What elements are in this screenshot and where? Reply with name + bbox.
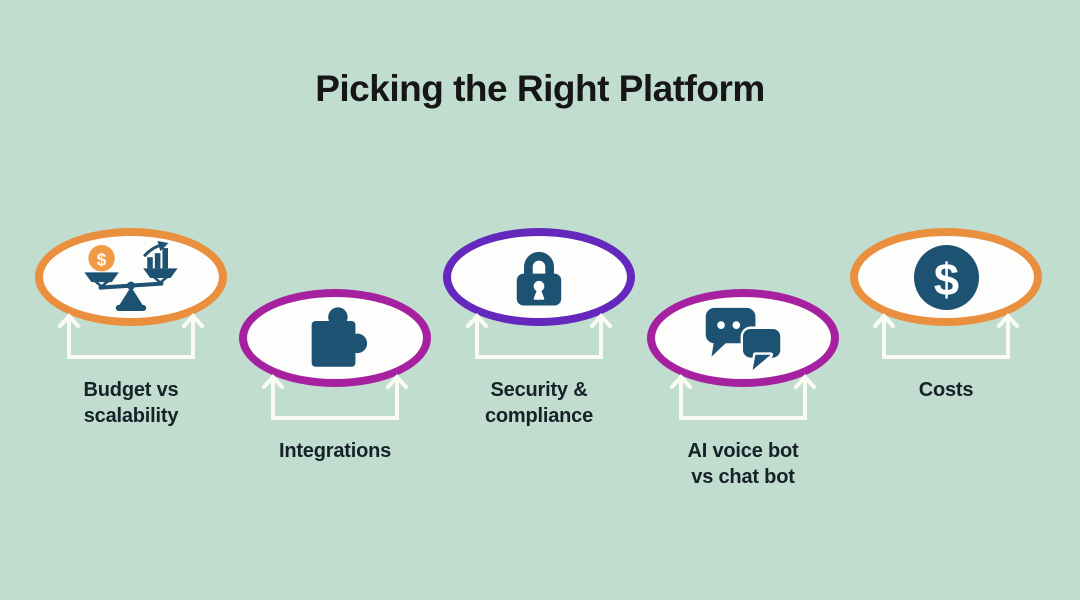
factor-label: Costs <box>918 379 974 401</box>
bracket-arrows <box>466 313 612 359</box>
puzzle-piece-icon <box>311 306 368 367</box>
factor-item-integrations: Integrations <box>215 289 455 464</box>
factor-item-costs: $ Costs <box>826 228 1066 403</box>
factor-ellipse <box>239 289 431 387</box>
factor-ellipse <box>647 289 839 387</box>
page-title: Picking the Right Platform <box>315 68 765 109</box>
dollar-coin-glyph <box>88 245 115 272</box>
factor-ellipse: $ <box>850 228 1042 326</box>
factor-label: Budget vs scalability <box>83 379 179 427</box>
factor-label: AI voice bot vs chat bot <box>687 440 799 488</box>
bracket-arrows <box>262 374 408 420</box>
padlock-icon <box>516 251 562 306</box>
factor-label: Integrations <box>278 440 392 462</box>
bracket-arrows <box>58 313 204 359</box>
bracket-arrows <box>873 313 1019 359</box>
factor-ellipse: $ <box>35 228 227 326</box>
bracket-arrows <box>670 374 816 420</box>
factor-item-budget: $ Budget vs scalability <box>11 228 251 429</box>
dollar-coin-icon: $ <box>913 244 979 310</box>
factor-label: Security & compliance <box>484 379 594 427</box>
factor-ellipse <box>443 228 635 326</box>
chat-bubbles-icon <box>705 307 783 372</box>
balance-scale-icon: $ <box>84 241 178 311</box>
svg-text:$: $ <box>97 249 107 269</box>
svg-text:$: $ <box>933 253 958 304</box>
factor-item-bots: AI voice bot vs chat bot <box>623 289 863 490</box>
factor-item-security: Security & compliance <box>419 228 659 429</box>
